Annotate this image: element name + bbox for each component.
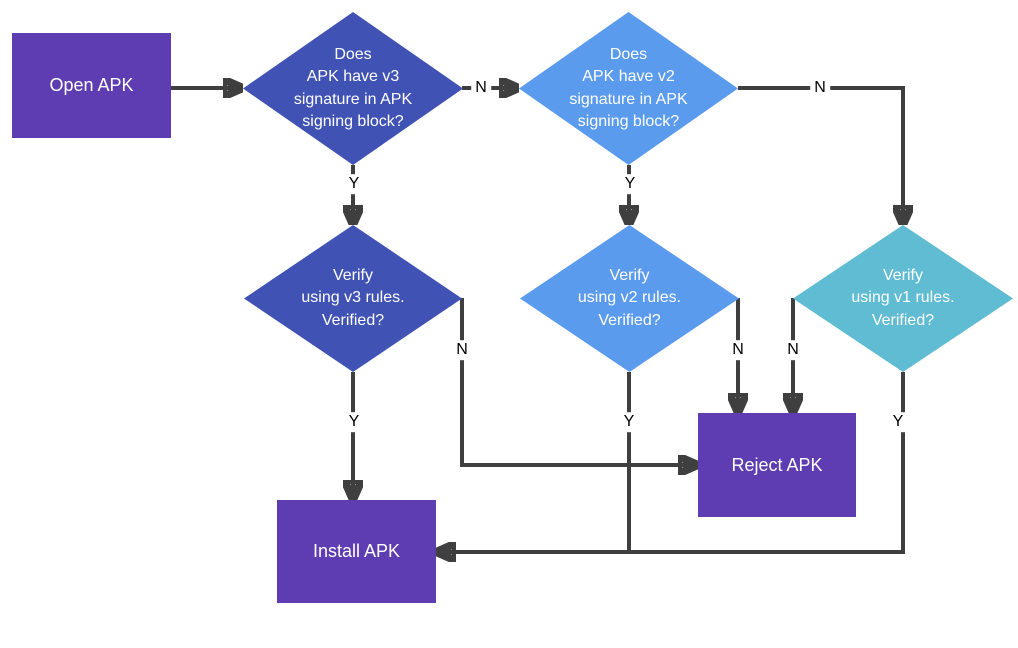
node-check-v3-label: Does APK have v3 signature in APK signin… <box>293 46 413 130</box>
node-install-apk: Install APK <box>277 500 436 603</box>
edge-verify-v1-yes <box>436 372 905 552</box>
edge-label-check-v3-no: N <box>471 78 491 98</box>
edge-label-verify-v3-no: N <box>452 340 472 360</box>
node-verify-v1-label: Verify using v1 rules. Verified? <box>851 267 955 329</box>
edge-label-check-v3-yes: Y <box>344 174 364 194</box>
node-install-apk-label: Install APK <box>312 541 401 562</box>
edge-label-check-v2-no: N <box>810 78 830 98</box>
edge-label-verify-v3-yes: Y <box>344 412 364 432</box>
edge-label-verify-v2-yes: Y <box>619 412 639 432</box>
node-reject-apk-label: Reject APK <box>731 454 823 475</box>
node-verify-v2-label: Verify using v2 rules. Verified? <box>577 267 682 329</box>
edge-label-verify-v1-yes: Y <box>888 412 908 432</box>
node-verify-v3-label: Verify using v3 rules. Verified? <box>301 267 405 329</box>
node-open-apk-label: Open APK <box>49 75 134 96</box>
edge-label-verify-v2-no: N <box>728 340 748 360</box>
edge-label-check-v2-yes: Y <box>620 174 640 194</box>
edge-check-v2-no <box>738 86 903 225</box>
node-open-apk: Open APK <box>12 33 171 138</box>
edge-label-verify-v1-no: N <box>783 340 803 360</box>
node-check-v2-label: Does APK have v2 signature in APK signin… <box>569 46 688 130</box>
node-reject-apk: Reject APK <box>698 413 856 517</box>
